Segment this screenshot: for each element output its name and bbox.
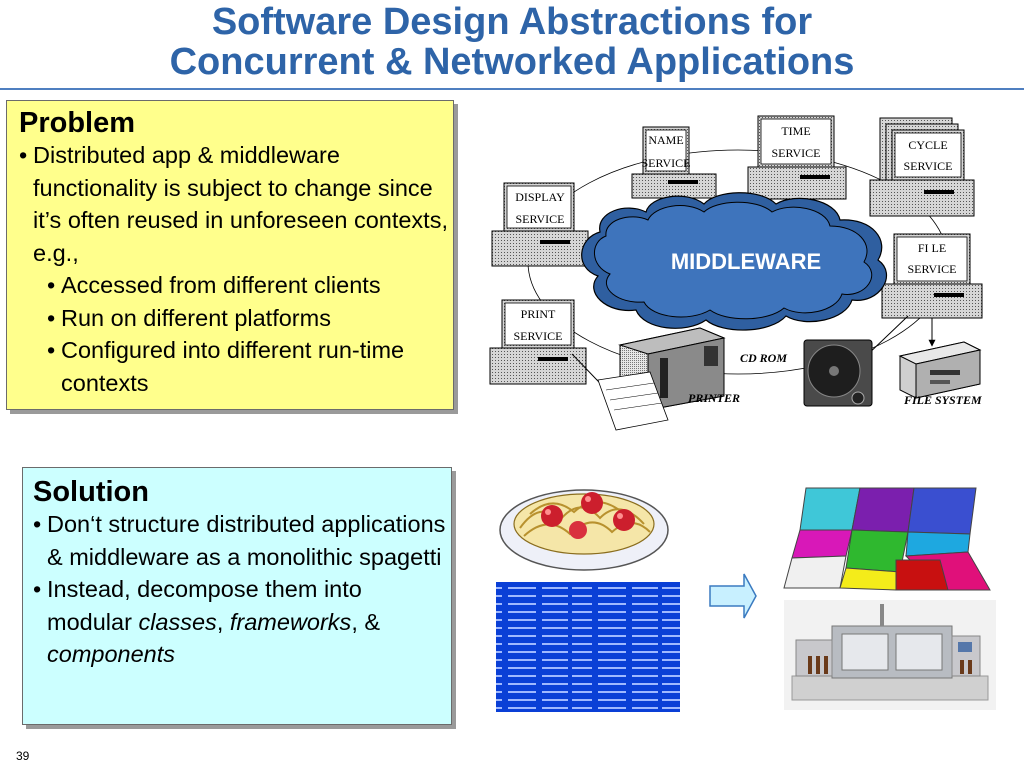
file-service-computer: FI LE SERVICE <box>881 233 983 319</box>
separator-2: , & <box>351 608 381 635</box>
name-service-label-1: NAME <box>648 133 683 147</box>
name-service-computer: NAME SERVICE <box>631 126 717 199</box>
middleware-cloud: MIDDLEWARE <box>581 192 888 331</box>
components-term: components <box>47 641 176 667</box>
frameworks-term: frameworks <box>229 608 352 635</box>
problem-sub-bullet-runtime: Configured into different run-time conte… <box>19 334 453 399</box>
title-line-2: Concurrent & Networked Applications <box>169 41 855 83</box>
cycle-service-computer: CYCLE SERVICE <box>869 117 975 217</box>
title-divider <box>0 88 1024 90</box>
display-service-label-2: SERVICE <box>515 212 564 226</box>
problem-sub-bullet-clients: Accessed from different clients <box>19 269 453 302</box>
cycle-service-label-1: CYCLE <box>908 138 947 152</box>
slide-title: Software Design Abstractions for Concurr… <box>0 2 1024 82</box>
solution-heading: Solution <box>33 476 149 508</box>
solution-box: Solution Don‘t structure distributed app… <box>22 467 452 725</box>
solution-bullet-1: Don‘t structure distributed applications… <box>33 508 451 573</box>
name-service-label-2: SERVICE <box>641 156 690 170</box>
problem-box: Problem Distributed app & middleware fun… <box>6 100 454 410</box>
time-service-label-1: TIME <box>781 124 810 138</box>
problem-bullet: Distributed app & middleware functionali… <box>19 139 453 269</box>
print-service-label-2: SERVICE <box>513 329 562 343</box>
middleware-label: MIDDLEWARE <box>671 249 821 274</box>
transform-arrow-icon <box>709 573 757 619</box>
solution-list: Don‘t structure distributed applications… <box>33 508 451 671</box>
classes-term: classes <box>138 608 217 635</box>
cycle-service-label-2: SERVICE <box>903 159 952 173</box>
cdrom-icon <box>803 339 873 407</box>
solution-bullet-2-text: Instead, decompose them into modular <box>47 576 362 635</box>
problem-list: Distributed app & middleware functionali… <box>19 139 453 399</box>
print-service-computer: PRINT SERVICE <box>489 299 587 385</box>
printer-icon <box>597 327 726 431</box>
source-code-screen <box>496 582 680 712</box>
page-number: 39 <box>16 749 30 763</box>
file-service-label-1: FI LE <box>918 241 946 255</box>
spaghetti-plate-illustration <box>499 489 669 571</box>
solution-bullet-2: Instead, decompose them into modular cla… <box>33 573 451 671</box>
filesystem-label: FILE SYSTEM <box>903 393 982 407</box>
time-service-label-2: SERVICE <box>771 146 820 160</box>
display-service-label-1: DISPLAY <box>515 190 565 204</box>
display-service-computer: DISPLAY SERVICE <box>491 182 589 267</box>
cdrom-label: CD ROM <box>740 351 787 365</box>
file-system-icon <box>898 341 982 399</box>
puzzle-pieces-illustration <box>783 487 991 591</box>
problem-heading: Problem <box>19 107 136 139</box>
separator-1: , <box>216 608 230 635</box>
problem-sub-bullet-platforms: Run on different platforms <box>19 302 453 335</box>
printer-label: PRINTER <box>688 391 740 405</box>
time-service-computer: TIME SERVICE <box>747 115 847 200</box>
modular-machine-photo <box>784 600 996 710</box>
print-service-label-1: PRINT <box>521 307 556 321</box>
file-service-label-2: SERVICE <box>907 262 956 276</box>
title-line-1: Software Design Abstractions for <box>211 1 813 43</box>
